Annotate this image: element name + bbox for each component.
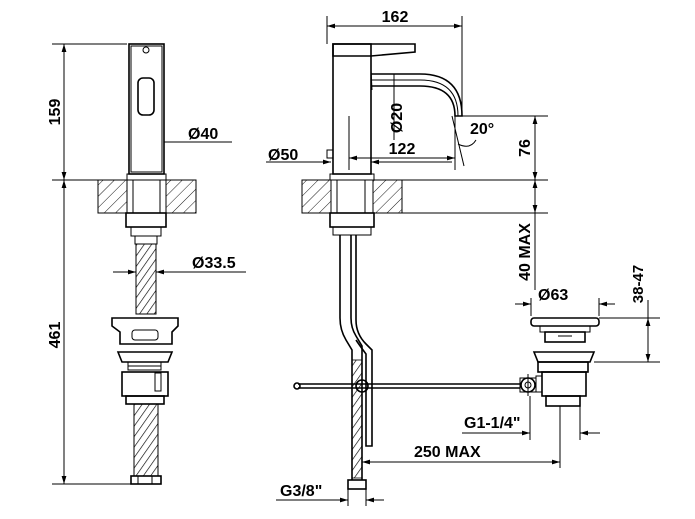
dim-shank-diameter: Ø33.5 (192, 255, 236, 272)
tap-body-front (128, 43, 165, 175)
fixing-nut-front (125, 212, 167, 228)
waste-body-front (111, 317, 179, 345)
braided-hose-side (339, 235, 353, 480)
dim-deck-thickness: 40 MAX (517, 223, 534, 281)
dim-waste-diameter: Ø63 (538, 287, 568, 304)
dim-spout-angle: 20° (470, 121, 494, 138)
dim-rod-length: 250 MAX (414, 444, 481, 461)
dim-spout-pipe-diameter: Ø20 (389, 103, 406, 133)
dim-spout-diameter: Ø40 (188, 126, 218, 143)
waste-cap-side (530, 317, 600, 327)
lever-slot (137, 77, 155, 116)
dim-spout-height: 76 (517, 139, 534, 157)
braided-hoses-front (135, 243, 157, 315)
dim-width-total: 162 (382, 9, 409, 26)
dim-overall-height: 461 (47, 322, 64, 349)
dim-hose-thread: G3/8" (280, 483, 322, 500)
dim-waste-thread: G1-1/4" (464, 415, 521, 432)
lever-handle (332, 43, 416, 57)
dim-spout-reach: 122 (389, 141, 416, 158)
aerator-hole (142, 46, 150, 54)
tap-body-side (332, 43, 372, 175)
dim-height-above-deck: 159 (47, 99, 64, 126)
front-view (52, 43, 246, 485)
side-view (266, 16, 660, 506)
dim-base-diameter: Ø50 (268, 147, 298, 164)
dim-waste-height: 38-47 (630, 265, 647, 303)
